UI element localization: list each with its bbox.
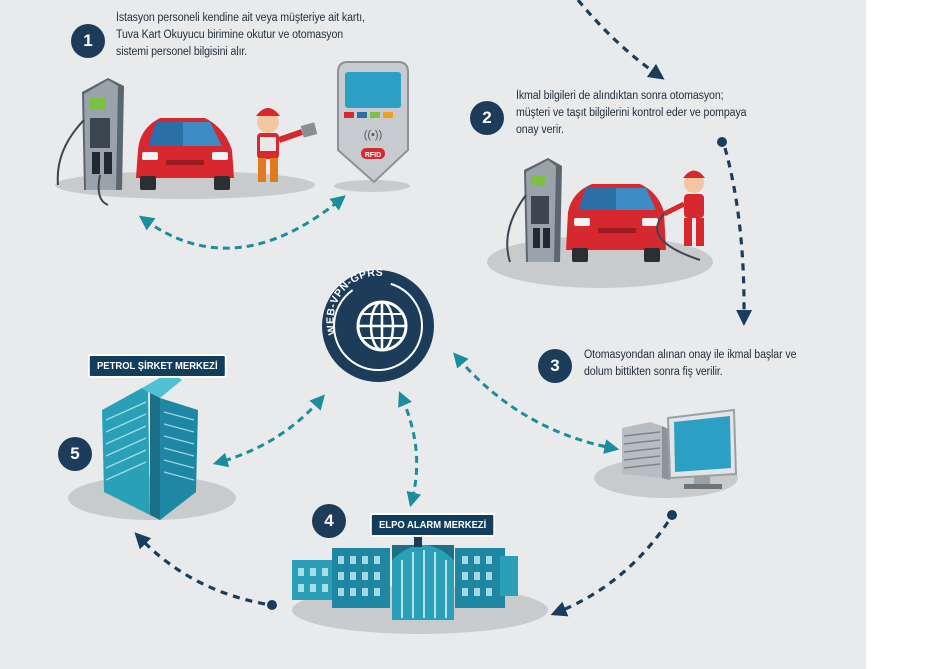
data-arrow-network-computer: [453, 352, 620, 454]
svg-text:((•)): ((•)): [364, 129, 383, 141]
data-arrow-network-elpo: [398, 391, 422, 508]
elpo-alarm-center-sign: ELPO ALARM MERKEZİ: [370, 513, 496, 537]
fuel-pump-2-icon: [506, 158, 562, 263]
step-badge-1: 1: [71, 24, 105, 58]
data-arrow-pump-reader: [138, 195, 346, 250]
step-badge-4: 4: [312, 504, 346, 538]
fuel-pump-icon: [56, 78, 124, 206]
petrol-company-sign: PETROL ŞİRKET MERKEZİ: [88, 354, 227, 378]
step-3-description: Otomasyondan alınan onay ile ikmal başla…: [584, 349, 797, 378]
attendant-2-icon: [656, 170, 705, 261]
data-arrow-network-petrol: [212, 394, 325, 468]
flow-arrow-3-to-4: [550, 510, 677, 617]
step-badge-5: 5: [58, 437, 92, 471]
flow-arrow-4-to-5: [134, 532, 277, 610]
step-2-description: İkmal bilgileri de alındıktan sonra otom…: [516, 90, 747, 136]
diagram-canvas: ((•)) RFID: [0, 0, 866, 669]
step-badge-2: 2: [470, 101, 504, 135]
server-computer-icon: [622, 408, 738, 489]
building-icon: [102, 372, 198, 520]
card-reader-icon: ((•)) RFID: [337, 61, 409, 184]
elpo-building-icon: [292, 533, 518, 620]
car-2-icon: [566, 184, 666, 262]
step-badge-3: 3: [538, 349, 572, 383]
globe-icon: WEB-VPN-GPRS: [322, 267, 434, 382]
flow-arrow-top: [576, 0, 665, 80]
step-1-description: İstasyon personeli kendine ait veya müşt…: [116, 12, 365, 58]
card-reader-brand: RFID: [365, 152, 381, 159]
diagram-graphics: ((•)) RFID: [55, 0, 753, 634]
right-margin: [866, 0, 937, 669]
car-icon: [136, 118, 234, 190]
attendant-icon: [256, 108, 318, 182]
flow-arrow-2-to-3: [717, 137, 753, 326]
